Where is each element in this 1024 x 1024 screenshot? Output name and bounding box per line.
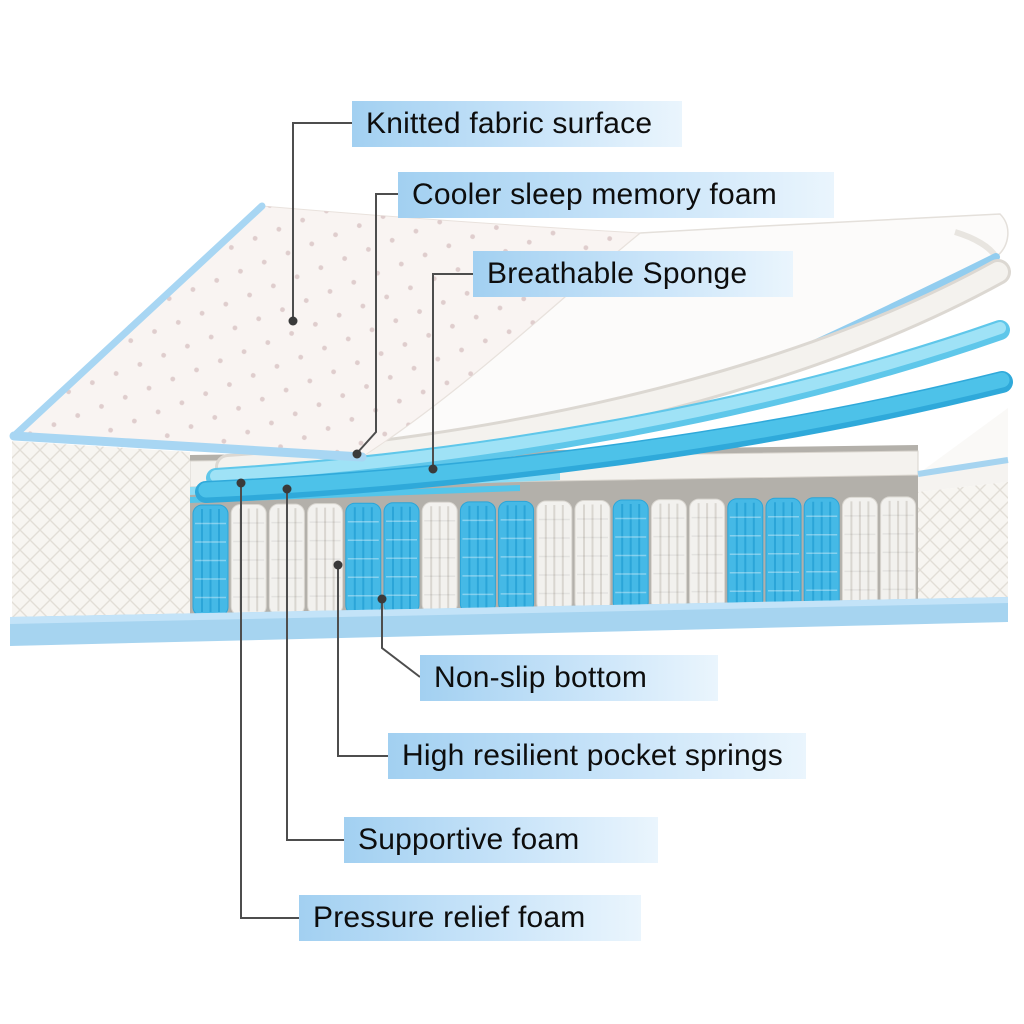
leader-lines [240,122,473,919]
callout-dot-cooler-sleep-memory-foam [352,449,362,459]
label-breathable-sponge: Breathable Sponge [473,251,793,297]
leader-line-knitted-fabric-surface [292,122,352,318]
callout-dot-high-resilient-pocket-springs [333,560,343,570]
left-side-panel [12,441,190,631]
leader-line-breathable-sponge [432,273,473,466]
leader-line-cooler-sleep-memory-foam [357,193,398,453]
label-pressure-relief-foam: Pressure relief foam [299,895,641,941]
label-high-resilient-pocket-springs: High resilient pocket springs [388,733,806,779]
leader-line-supportive-foam [286,492,344,841]
callout-dot-breathable-sponge [428,464,438,474]
label-supportive-foam: Supportive foam [344,817,658,863]
leader-line-high-resilient-pocket-springs [337,568,388,757]
leader-line-pressure-relief-foam [240,486,299,919]
label-knitted-fabric-surface: Knitted fabric surface [352,101,682,147]
pocket-springs [192,496,917,617]
label-non-slip-bottom: Non-slip bottom [420,655,718,701]
callout-dot-pressure-relief-foam [236,478,246,488]
callout-dot-knitted-fabric-surface [288,316,298,326]
leader-line-non-slip-bottom [381,602,421,678]
label-cooler-sleep-memory-foam: Cooler sleep memory foam [398,172,834,218]
breathable-sponge-sheet-dark [195,371,1013,503]
bottom-piping [10,597,1008,646]
breathable-sponge-sheet-light [206,320,1010,488]
right-side-panel [917,408,1009,606]
callout-dot-non-slip-bottom [377,594,387,604]
callout-dots [236,316,438,604]
top-left-piping [10,202,266,440]
callout-dot-supportive-foam [282,484,292,494]
top-front-piping [9,431,367,462]
